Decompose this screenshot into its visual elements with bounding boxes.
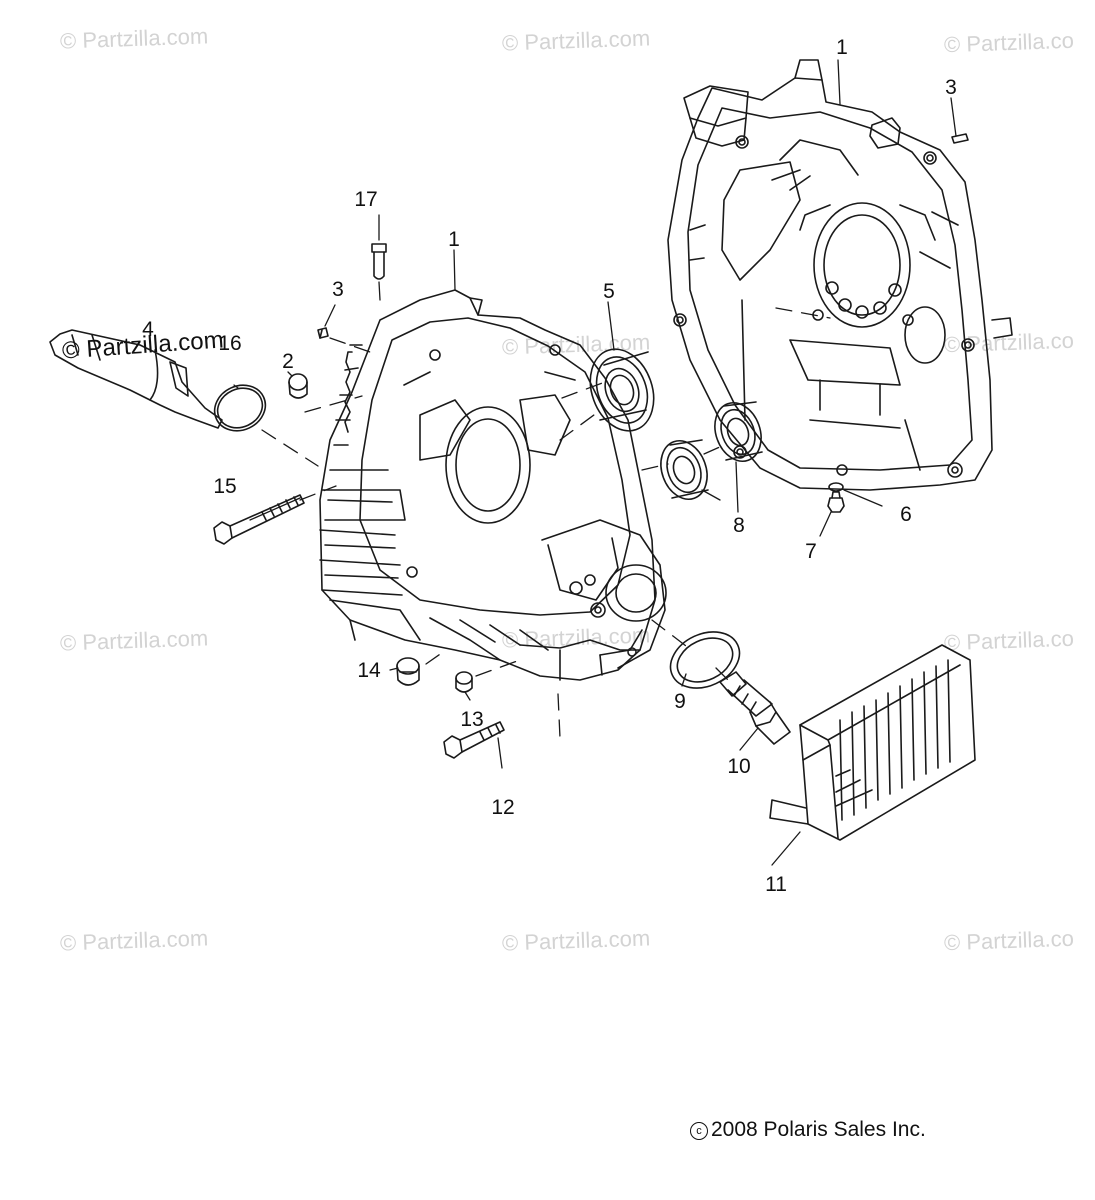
leader-lines <box>233 59 957 866</box>
callout-9: 9 <box>674 690 686 713</box>
part-3-dowel-left <box>317 327 329 339</box>
callout-7: 7 <box>805 540 817 563</box>
callout-3-right: 3 <box>945 76 957 99</box>
callout-11: 11 <box>765 873 787 896</box>
copyright-text: 2008 Polaris Sales Inc. <box>711 1118 926 1141</box>
part-17-pin <box>371 243 387 280</box>
part-5-bearing <box>589 348 655 432</box>
callout-12: 12 <box>491 796 515 819</box>
part-8-bearing-a <box>660 439 709 500</box>
alignment-lines <box>261 307 831 739</box>
part-16-o-ring <box>213 384 267 432</box>
callout-14: 14 <box>357 659 381 682</box>
callout-17: 17 <box>354 188 378 211</box>
callout-13: 13 <box>460 708 484 731</box>
part-14-plug <box>396 657 420 686</box>
crankcase-right-half <box>667 59 1013 491</box>
callout-3-left: 3 <box>332 278 344 301</box>
callout-15: 15 <box>213 475 237 498</box>
part-7-plug <box>827 491 845 513</box>
part-2-bushing <box>288 373 308 399</box>
callout-8: 8 <box>733 514 745 537</box>
part-3-dowel-right <box>951 133 969 144</box>
part-10-fitting <box>719 671 791 745</box>
part-13-plug <box>455 671 473 693</box>
copyright-symbol: c <box>690 1122 708 1140</box>
callout-16: 16 <box>218 332 242 355</box>
callout-10: 10 <box>727 755 751 778</box>
callout-1-left: 1 <box>448 228 460 251</box>
part-12-bolt <box>443 721 505 759</box>
callout-2: 2 <box>282 350 294 373</box>
callout-5: 5 <box>603 280 615 303</box>
callout-6: 6 <box>900 503 912 526</box>
part-8-bearing-b <box>714 401 763 462</box>
part-6-washer <box>828 482 844 492</box>
callout-4: 4 <box>142 318 154 341</box>
part-9-gasket <box>669 631 741 689</box>
callout-1-right: 1 <box>836 36 848 59</box>
crankcase-left-half <box>319 289 667 681</box>
part-11-regulator <box>769 644 976 841</box>
